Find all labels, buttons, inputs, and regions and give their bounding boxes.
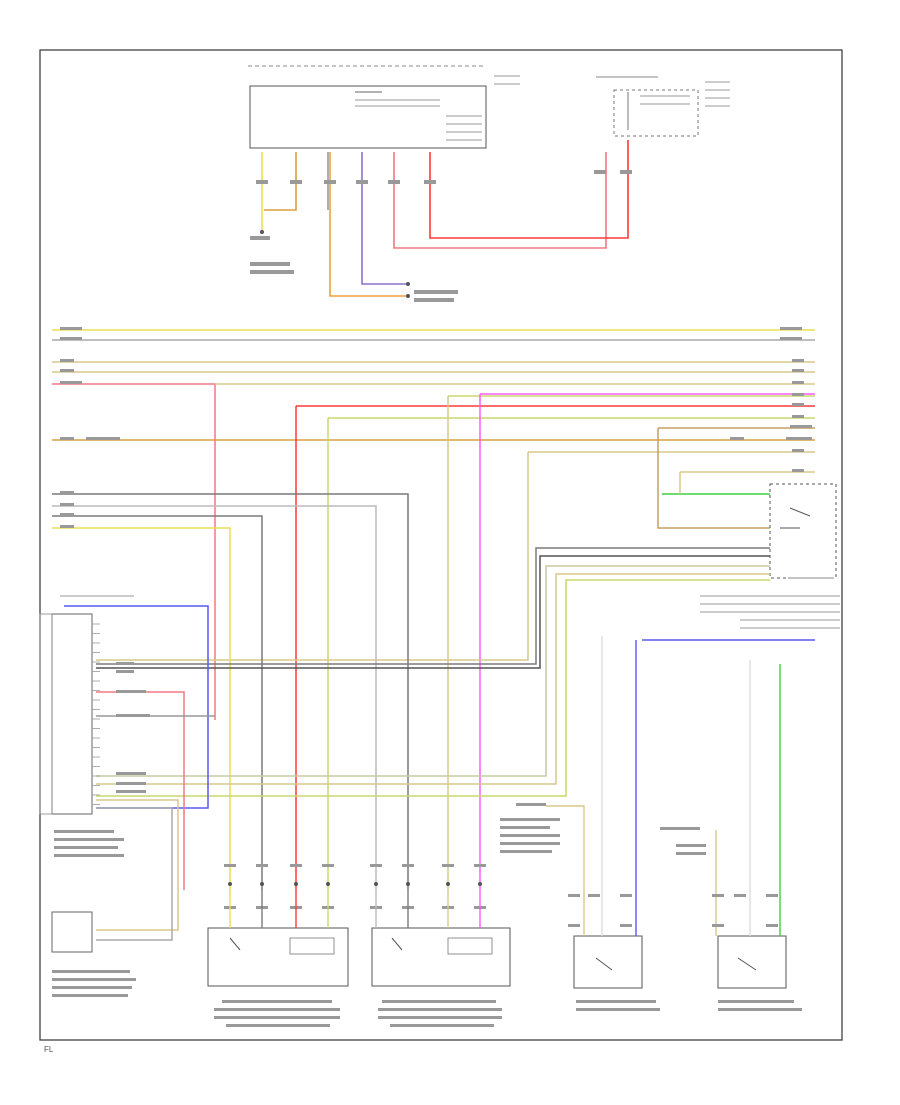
left-connector-module	[39, 595, 134, 815]
switch-harness	[96, 547, 770, 797]
top-wire-labels	[250, 170, 632, 302]
bus-drops	[96, 394, 770, 890]
passenger-seat-belt-module	[371, 927, 511, 1027]
top-module-wires	[261, 140, 629, 297]
fuse-box	[596, 76, 730, 137]
top-control-module	[248, 65, 520, 149]
connector-pins	[92, 623, 100, 805]
splice-connector	[406, 294, 410, 298]
seat-module-pins	[224, 864, 486, 909]
diagram-frame	[39, 49, 843, 1041]
ground-symbol	[260, 230, 264, 234]
bus-wires	[52, 329, 815, 720]
left-module-labels	[54, 662, 150, 857]
left-group-labels	[60, 491, 74, 528]
buckle-switch-wires	[546, 636, 815, 936]
front-passenger-buckle-switch	[573, 935, 660, 1011]
rear-seat-buckle-switch	[717, 935, 802, 1011]
bus-labels-right	[730, 327, 812, 472]
bus-labels-left	[60, 327, 120, 440]
seat-module-splices	[228, 882, 482, 886]
driver-seat-belt-module	[207, 927, 349, 1027]
buckle-switch-labels	[500, 803, 778, 927]
seat-module-wires	[229, 890, 481, 928]
splice-connector	[406, 282, 410, 286]
left-wire-group	[52, 493, 409, 890]
footer-code: FL	[44, 1045, 54, 1054]
passenger-occupant-sensor	[51, 911, 136, 997]
right-switch-module	[700, 483, 840, 629]
